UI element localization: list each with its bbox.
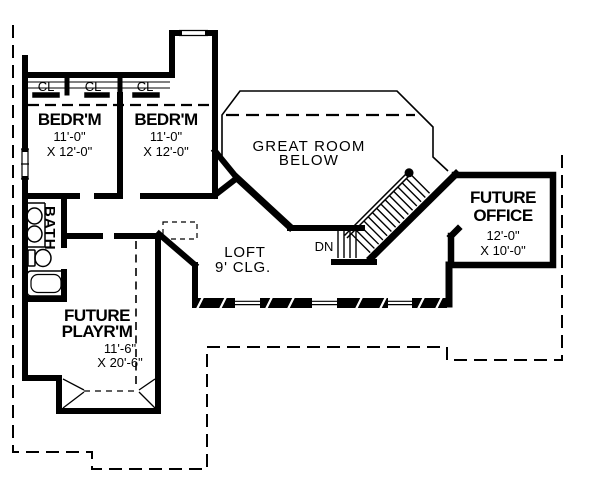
room-labels: BEDR'M 11'-0" X 12'-0" BEDR'M 11'-0" X 1… <box>38 79 537 370</box>
office-dim1: 12'-0" <box>486 228 520 243</box>
stair-treads-diagonal <box>350 174 431 254</box>
bath-sink-1 <box>26 207 43 225</box>
bedroom2-dim2: X 12'-0" <box>143 144 189 159</box>
bath-tub <box>26 270 66 297</box>
bath-toilet <box>27 248 52 268</box>
bedroom-left-window <box>21 148 29 180</box>
great-room-label-line2: BELOW <box>279 152 339 169</box>
bath-name: BATH <box>41 206 58 251</box>
closet-rod-lines <box>27 81 170 89</box>
railing-window-1 <box>235 298 260 308</box>
bath-vanity <box>25 202 46 248</box>
bedroom2-name: BEDR'M <box>134 110 198 129</box>
office-name-line1: FUTURE <box>470 188 536 207</box>
bath-sink-2 <box>26 225 43 243</box>
closet1-label: CL <box>38 79 55 94</box>
playroom-tray-ceiling <box>62 378 156 409</box>
great-room-outline <box>221 90 449 172</box>
walls <box>22 30 557 414</box>
playroom-dim1: 11'-6" <box>104 341 137 356</box>
office-dim2: X 10'-0" <box>480 243 526 258</box>
playroom-name-line2: PLAYR'M <box>62 322 133 341</box>
bedroom2-dim1: 11'-0" <box>150 129 183 144</box>
roof-outline-dashed <box>12 25 563 470</box>
playroom-dim2: X 20'-6" <box>97 355 143 370</box>
office-name-line2: OFFICE <box>473 206 532 225</box>
bumpout-window <box>179 29 208 37</box>
stair-newel-post <box>404 168 414 178</box>
bedroom1-dim1: 11'-0" <box>53 129 86 144</box>
bedroom1-dim2: X 12'-0" <box>47 144 93 159</box>
loft-ceiling-height: 9' CLG. <box>215 259 271 276</box>
bedroom1-name: BEDR'M <box>38 110 102 129</box>
closet2-label: CL <box>85 79 102 94</box>
railing-hatch-ticks <box>196 296 443 310</box>
railing-window-3 <box>388 298 412 308</box>
stairs-down-label: DN <box>315 239 334 254</box>
closet3-label: CL <box>137 79 154 94</box>
loft-name: LOFT <box>224 244 266 261</box>
stair-handrail <box>343 171 412 239</box>
bath-fixtures <box>25 202 66 297</box>
staircase <box>337 168 431 258</box>
loft-attic-access-dashed <box>162 221 198 240</box>
playroom-name-line1: FUTURE <box>64 306 130 325</box>
loft-railing <box>192 296 447 310</box>
stair-treads-lower <box>337 231 357 258</box>
great-room-label-line1: GREAT ROOM <box>252 138 365 155</box>
railing-window-2 <box>312 298 337 308</box>
